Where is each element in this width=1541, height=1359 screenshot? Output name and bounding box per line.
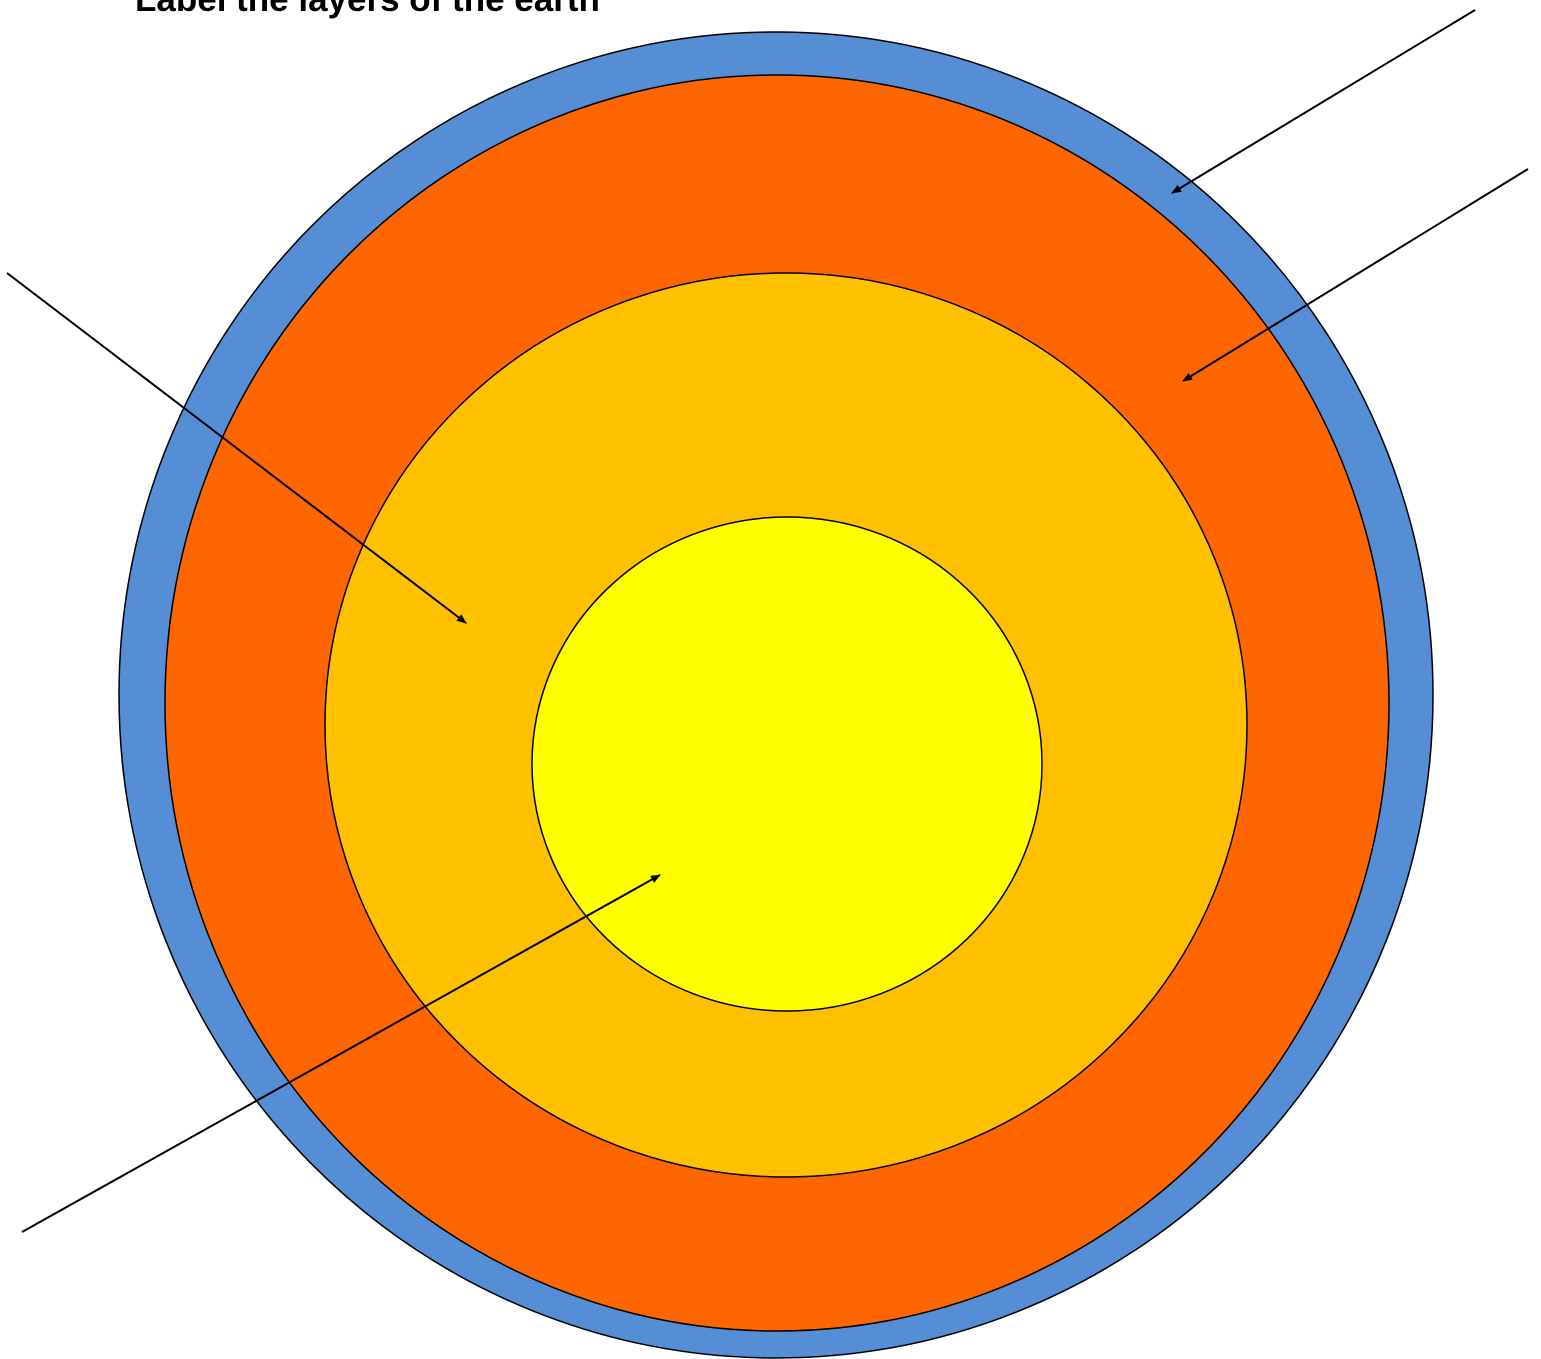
arrow-to-outer-core	[6, 272, 467, 624]
arrow-to-mantle	[1182, 168, 1529, 382]
arrow-to-inner-core	[21, 874, 661, 1233]
arrow-to-crust	[1171, 9, 1476, 194]
diagram-title: Label the layers of the earth	[135, 0, 600, 22]
inner-core-layer	[531, 516, 1043, 1012]
